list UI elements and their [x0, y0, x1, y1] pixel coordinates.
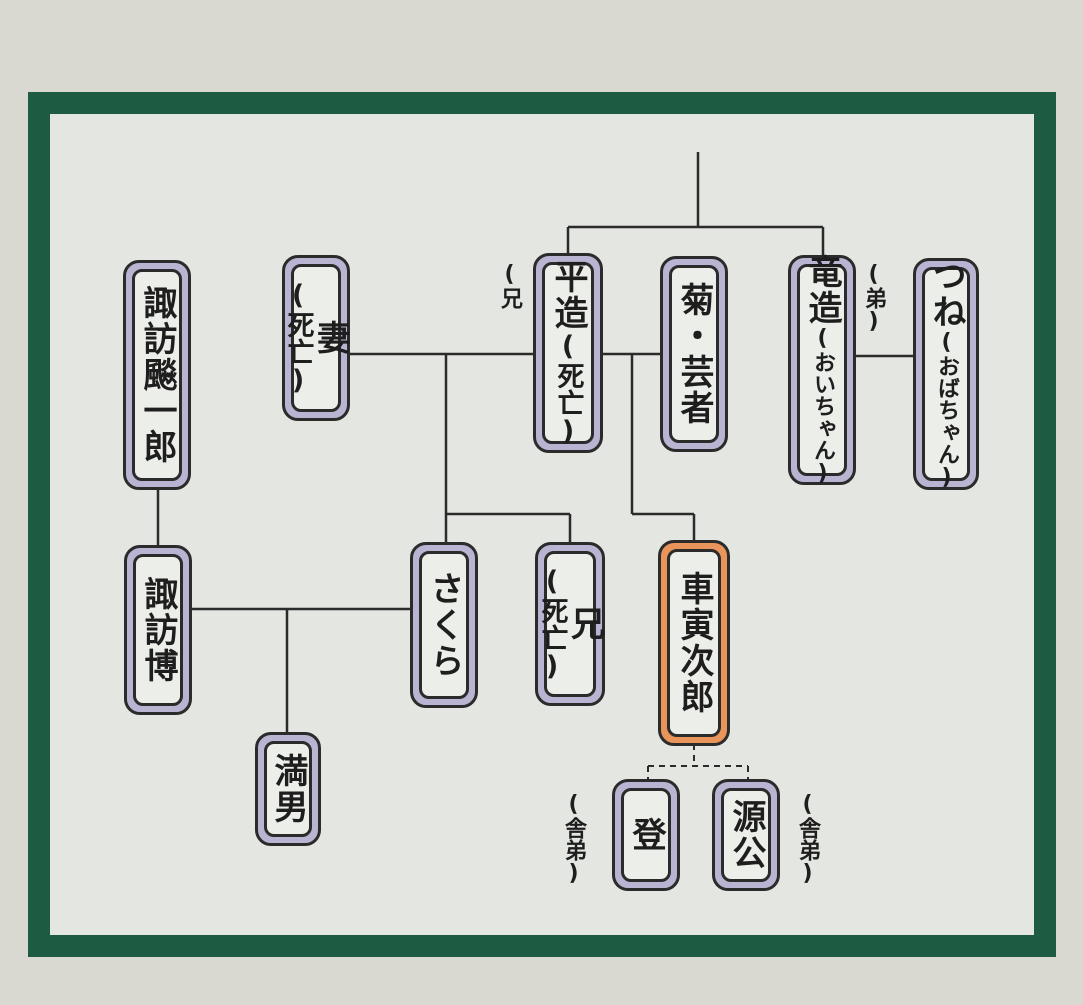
node-tsune[interactable]: つね (おばちゃん)	[913, 258, 979, 490]
diagram-frame	[28, 92, 1056, 957]
node-label: 妻	[310, 320, 351, 356]
node-label: 満男	[268, 753, 308, 825]
node-heizo[interactable]: 平造 (死亡)	[533, 253, 603, 453]
node-ryuzo[interactable]: 竜造 (おいちゃん)	[788, 254, 856, 486]
node-label: つね	[926, 258, 966, 330]
node-note: (死亡)	[536, 566, 568, 682]
node-torajiro[interactable]: 車寅次郎	[658, 540, 730, 746]
node-label: さくら	[424, 571, 464, 679]
annotation-heizo-role: (兄	[497, 262, 522, 309]
node-label: 登	[626, 817, 666, 853]
node-kiku[interactable]: 菊・芸者	[660, 256, 728, 452]
node-note: (おばちゃん)	[934, 330, 959, 490]
node-label: 竜造	[802, 254, 842, 326]
node-genko[interactable]: 源公	[712, 779, 780, 891]
node-note: (おいちゃん)	[810, 326, 835, 486]
node-tsuma[interactable]: 妻 (死亡)	[282, 255, 351, 421]
annotation-ryuzo-role: (弟)	[861, 262, 886, 334]
node-noboru[interactable]: 登	[612, 779, 680, 891]
node-label: 車寅次郎	[674, 571, 714, 715]
node-label: 源公	[726, 799, 766, 871]
node-note: (死亡)	[552, 331, 584, 447]
node-sakura[interactable]: さくら	[410, 542, 478, 708]
annotation-genko-role: (舎弟)	[795, 792, 820, 886]
node-label: 兄	[564, 606, 605, 642]
node-label: 菊・芸者	[674, 282, 714, 426]
node-suwa-hyoichiro[interactable]: 諏訪飈一郎	[123, 260, 191, 490]
node-label: 諏訪飈一郎	[137, 285, 177, 465]
node-label: 諏訪博	[138, 576, 178, 684]
node-mitsuo[interactable]: 満男	[255, 732, 321, 846]
node-note: (死亡)	[282, 280, 314, 396]
annotation-noboru-role: (舎弟)	[561, 792, 586, 886]
node-label: 平造	[548, 259, 588, 331]
node-ani[interactable]: 兄 (死亡)	[535, 542, 605, 706]
node-suwa-hiroshi[interactable]: 諏訪博	[124, 545, 192, 715]
